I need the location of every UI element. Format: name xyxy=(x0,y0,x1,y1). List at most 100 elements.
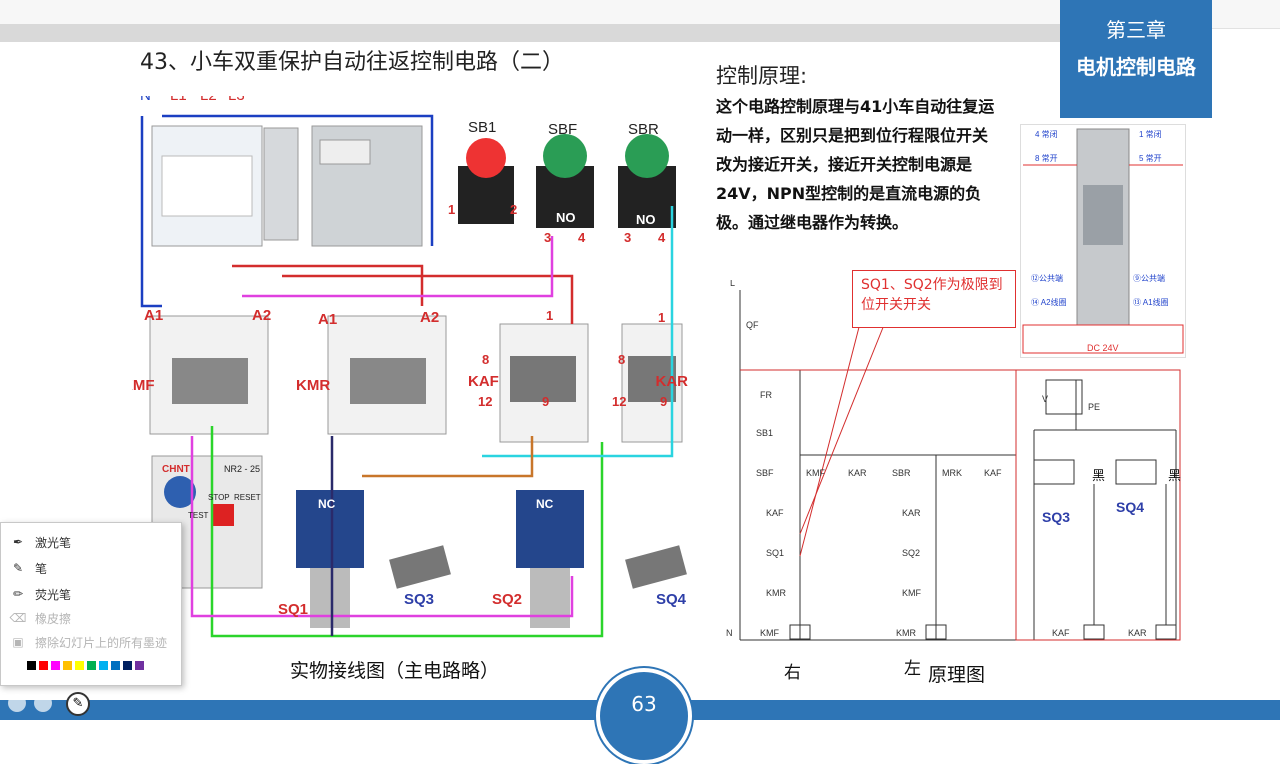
label-sb1-1: 1 xyxy=(448,202,455,217)
sch-kaf-coil: KAF xyxy=(1052,628,1070,638)
schematic-caption: 原理图 xyxy=(928,664,986,686)
relay-c8: ⑬ A1线圈 xyxy=(1133,297,1169,307)
schematic-diagram: L QF FR SB1 SBF KMF KAR SBR MRK KAF KAF … xyxy=(726,280,1181,641)
sch-v: V xyxy=(1042,394,1048,404)
label-sbf: SBF xyxy=(548,121,577,138)
limit-switch-sq1 xyxy=(296,490,364,568)
menu-highlighter[interactable]: ✏ 荧光笔 xyxy=(9,583,71,605)
relay-c6: ⑨公共端 xyxy=(1133,273,1165,283)
menu-laser-pointer[interactable]: ✒ 激光笔 xyxy=(9,531,71,553)
label-kmf: KMF xyxy=(132,377,155,394)
surge-protector xyxy=(263,127,299,241)
color-swatch[interactable] xyxy=(123,661,132,670)
sch-sq2: SQ2 xyxy=(902,548,920,558)
principle-body: 这个电路控制原理与41小车自动往复运动一样，区别只是把到位行程限位开关改为接近开… xyxy=(716,97,995,232)
sch-kmf2: KMF xyxy=(902,588,922,598)
chapter-name: 电机控制电路 xyxy=(1076,55,1196,79)
color-swatch[interactable] xyxy=(75,661,84,670)
label-a1-kmr: A1 xyxy=(318,311,337,328)
sch-kmf: KMF xyxy=(806,468,826,478)
slide-title: 43、小车双重保护自动往返控制电路（二） xyxy=(140,50,564,75)
sch-fr: FR xyxy=(760,390,772,400)
label-sq2: SQ2 xyxy=(492,591,522,608)
label-chnt: CHNT xyxy=(162,464,190,475)
relay-c5: ⑫公共端 xyxy=(1031,273,1063,283)
chapter-banner: 第三章 电机控制电路 xyxy=(1060,0,1212,118)
label-sbr-3: 3 xyxy=(624,230,631,245)
color-swatch[interactable] xyxy=(63,661,72,670)
label-kaf: KAF xyxy=(468,373,499,390)
sch-pe: PE xyxy=(1088,402,1100,412)
label-reset: RESET xyxy=(234,493,261,502)
sch-kaf: KAF xyxy=(984,468,1002,478)
sch-n: N xyxy=(726,628,733,638)
label-n: N xyxy=(140,96,151,104)
sch-sq1: SQ1 xyxy=(766,548,784,558)
proximity-sensor-sq3 xyxy=(389,545,451,589)
sch-mrk: MRK xyxy=(942,468,962,478)
color-swatch[interactable] xyxy=(99,661,108,670)
menu-pen-label: 笔 xyxy=(35,561,48,576)
label-kaf-1: 1 xyxy=(546,308,553,323)
wiring-caption: 实物接线图（主电路略） xyxy=(290,660,500,682)
sch-kmf-coil: KMF xyxy=(760,628,780,638)
sch-kmr-coil: KMR xyxy=(896,628,917,638)
menu-highlighter-label: 荧光笔 xyxy=(35,587,72,602)
sb1-cap xyxy=(466,138,506,178)
sch-qf: QF xyxy=(746,320,759,330)
sch-black-2: 黑 xyxy=(1168,468,1181,483)
relay-dc: DC 24V xyxy=(1087,343,1119,353)
sch-sb1: SB1 xyxy=(756,428,773,438)
menu-laser-pointer-label: 激光笔 xyxy=(35,535,72,550)
label-l3: L3 xyxy=(228,96,245,104)
limit-switch-sq2 xyxy=(516,490,584,568)
color-swatch[interactable] xyxy=(51,661,60,670)
color-swatch[interactable] xyxy=(135,661,144,670)
schematic-left-label: 左 xyxy=(904,659,921,679)
label-kar-1: 1 xyxy=(658,310,665,325)
menu-eraser-label: 橡皮擦 xyxy=(35,611,72,626)
menu-pen[interactable]: ✎ 笔 xyxy=(9,557,47,579)
menu-eraser[interactable]: ⌫ 橡皮擦 xyxy=(9,607,72,629)
color-swatches xyxy=(27,661,144,670)
chapter-number: 第三章 xyxy=(1106,18,1166,42)
label-sbf-3: 3 xyxy=(544,230,551,245)
label-sbr-4: 4 xyxy=(658,230,666,245)
laser-pointer-icon: ✒ xyxy=(12,535,24,549)
label-kaf-9: 9 xyxy=(542,394,549,409)
prev-slide-icon[interactable] xyxy=(8,694,26,712)
label-sbf-4: 4 xyxy=(578,230,586,245)
next-slide-icon[interactable] xyxy=(34,694,52,712)
sch-sbr: SBR xyxy=(892,468,911,478)
label-sbf-no: NO xyxy=(556,210,576,225)
sch-sbf: SBF xyxy=(756,468,774,478)
menu-erase-all-label: 擦除幻灯片上的所有墨迹 xyxy=(35,635,168,650)
color-swatch[interactable] xyxy=(87,661,96,670)
label-kar-8: 8 xyxy=(618,352,625,367)
sch-kmr: KMR xyxy=(766,588,787,598)
page-number: 63 xyxy=(631,692,657,716)
label-kaf-8: 8 xyxy=(482,352,489,367)
sch-kar: KAR xyxy=(848,468,867,478)
color-swatch[interactable] xyxy=(39,661,48,670)
relay-c2: 1 常闭 xyxy=(1139,130,1162,139)
sch-kar2: KAR xyxy=(902,508,921,518)
label-sbr: SBR xyxy=(628,121,659,138)
sch-l: L xyxy=(730,280,735,288)
label-sq1-nc: NC xyxy=(318,497,336,511)
label-kar-9: 9 xyxy=(660,394,667,409)
label-sq2-nc: NC xyxy=(536,497,554,511)
label-a2-kmr: A2 xyxy=(420,309,439,326)
relay-c3: 8 常开 xyxy=(1035,154,1058,163)
principle-heading: 控制原理: xyxy=(716,64,808,88)
erase-all-icon: ▣ xyxy=(12,635,24,649)
label-nr2: NR2 - 25 xyxy=(224,464,260,474)
top-stripe xyxy=(0,24,1060,42)
color-swatch[interactable] xyxy=(111,661,120,670)
slideshow-nav xyxy=(8,694,52,712)
pen-tool-icon[interactable]: ✎ xyxy=(66,692,90,716)
label-l2: L2 xyxy=(200,96,217,104)
color-swatch[interactable] xyxy=(27,661,36,670)
schematic-right-label: 右 xyxy=(784,663,801,683)
menu-erase-all[interactable]: ▣ 擦除幻灯片上的所有墨迹 xyxy=(9,631,167,653)
